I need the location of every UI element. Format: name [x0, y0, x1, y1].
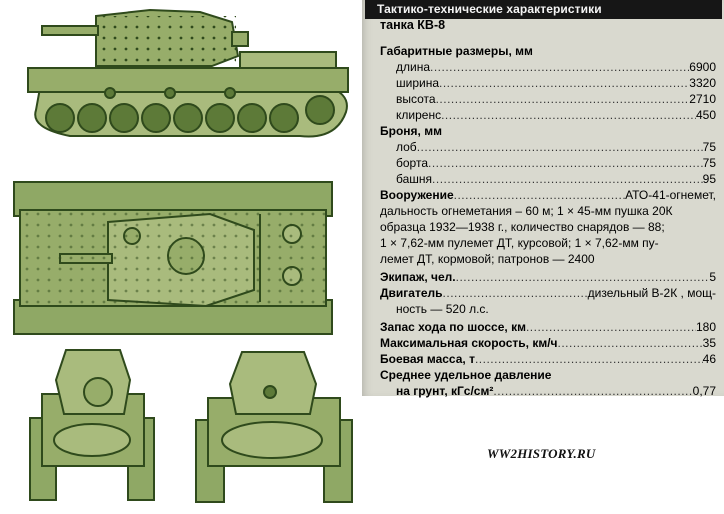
armor-heading: Броня, мм — [380, 124, 442, 138]
spec-row-width: ширина3320 — [396, 76, 716, 90]
spec-row-engine: Двигательдизельный В-2К , мощ- — [380, 286, 716, 300]
pressure-label: Среднее удельное давление — [380, 368, 552, 382]
armament-line: лемет ДТ, кормовой; патронов — 2400 — [380, 252, 595, 266]
armament-line: дальность огнеметания – 60 м; 1 × 45-мм … — [380, 204, 673, 218]
spec-row-weight: Боевая масса, т46 — [380, 352, 716, 366]
spec-row-clearance: клиренс450 — [396, 108, 716, 122]
spec-title: танка КВ-8 — [380, 18, 446, 32]
spec-row-range: Запас хода по шоссе, км180 — [380, 320, 716, 334]
spec-row-crew: Экипаж, чел.5 — [380, 270, 716, 284]
front-view-drawing — [29, 349, 155, 501]
spec-row-speed: Максимальная скорость, км/ч35 — [380, 336, 716, 350]
spec-row-armor-turret: башня95 — [396, 172, 716, 186]
rear-view-drawing — [195, 351, 353, 503]
spec-row-armament: ВооружениеАТО-41-огнемет, — [380, 188, 716, 202]
spec-row-pressure: на грунт, кГс/см²0,77 — [396, 384, 716, 398]
spec-row-length: длина6900 — [396, 60, 716, 74]
side-view-drawing — [27, 8, 349, 138]
spec-row-height: высота2710 — [396, 92, 716, 106]
engine-line: ность — 520 л.с. — [396, 302, 489, 316]
spec-row-armor-front: лоб75 — [396, 140, 716, 154]
armament-line: 1 × 7,62-мм пулемет ДТ, курсовой; 1 × 7,… — [380, 236, 659, 250]
dims-heading: Габаритные размеры, мм — [380, 44, 533, 58]
spec-header: Тактико-технические характеристики — [365, 0, 722, 19]
top-view-drawing — [13, 181, 333, 335]
spec-row-armor-side: борта75 — [396, 156, 716, 170]
watermark: WW2HISTORY.RU — [487, 446, 596, 461]
armament-line: образца 1932—1938 г., количество снарядо… — [380, 220, 665, 234]
